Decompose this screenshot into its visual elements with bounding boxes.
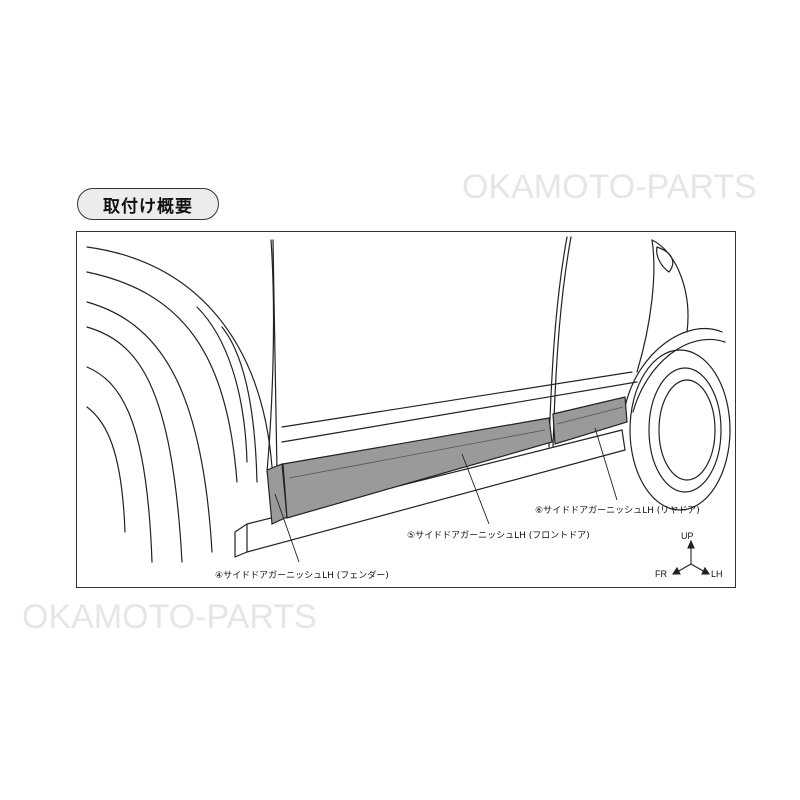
- door-split-line: [548, 236, 568, 448]
- callout-part-6: ⑥サイドドアガーニッシュLH (リヤドア): [535, 506, 700, 516]
- front-fender-arch-2: [86, 271, 238, 483]
- front-rim: [86, 406, 126, 533]
- rear-tire: [629, 349, 731, 511]
- watermark-bottom: OKAMOTO-PARTS: [22, 598, 317, 636]
- rear-fender-arch-2: [632, 338, 726, 413]
- axis-lh-arrow: [690, 563, 706, 573]
- rocker-panel-bottom: [246, 449, 626, 553]
- section-title: 取付け概要: [77, 188, 219, 220]
- fender-lip: [196, 306, 248, 463]
- axis-up-arrowhead: [687, 539, 695, 549]
- watermark-top: OKAMOTO-PARTS: [462, 168, 757, 206]
- garnish-part-6-rear-door: [552, 396, 628, 445]
- axis-label-up: UP: [681, 531, 694, 541]
- rear-fender-arch: [624, 327, 723, 408]
- axis-lh-arrowhead: [701, 566, 711, 575]
- installation-diagram: ④サイドドアガーニッシュLH (フェンダー) ⑤サイドドアガーニッシュLH (フ…: [76, 231, 736, 588]
- garnish-highlight-5: [288, 429, 546, 479]
- leader-line-5: [461, 453, 490, 525]
- garnish-part-5-front-door: [282, 417, 553, 519]
- rear-lamp: [656, 246, 674, 273]
- axis-label-front: FR: [655, 569, 667, 579]
- a-pillar-line: [272, 239, 278, 473]
- rear-rim: [648, 367, 722, 493]
- car-side-illustration: [86, 236, 731, 575]
- front-tire-tread: [86, 366, 153, 563]
- front-door-leading-edge: [266, 239, 275, 473]
- rear-rim-inner: [658, 379, 716, 481]
- rocker-panel-front-cap: [234, 523, 248, 558]
- body-character-line: [281, 371, 633, 428]
- front-tire-outer: [86, 301, 213, 553]
- garnish-highlight-6: [556, 406, 624, 425]
- rear-quarter-outline: [651, 239, 689, 333]
- axis-label-left: LH: [711, 569, 723, 579]
- axis-fr-arrowhead: [671, 566, 681, 575]
- leader-line-4: [274, 493, 300, 563]
- fender-edge: [221, 326, 258, 483]
- front-fender-arch-outer: [86, 246, 273, 468]
- leader-line-6: [594, 427, 618, 501]
- callout-part-5: ⑤サイドドアガーニッシュLH (フロントドア): [407, 531, 590, 541]
- callout-part-4: ④サイドドアガーニッシュLH (フェンダー): [215, 571, 389, 581]
- rear-door-window-edge: [636, 239, 655, 373]
- axis-fr-arrow: [676, 563, 692, 573]
- body-line-lower: [281, 381, 638, 443]
- front-tire-inner: [86, 326, 183, 563]
- rocker-panel-rear-cap: [621, 429, 626, 451]
